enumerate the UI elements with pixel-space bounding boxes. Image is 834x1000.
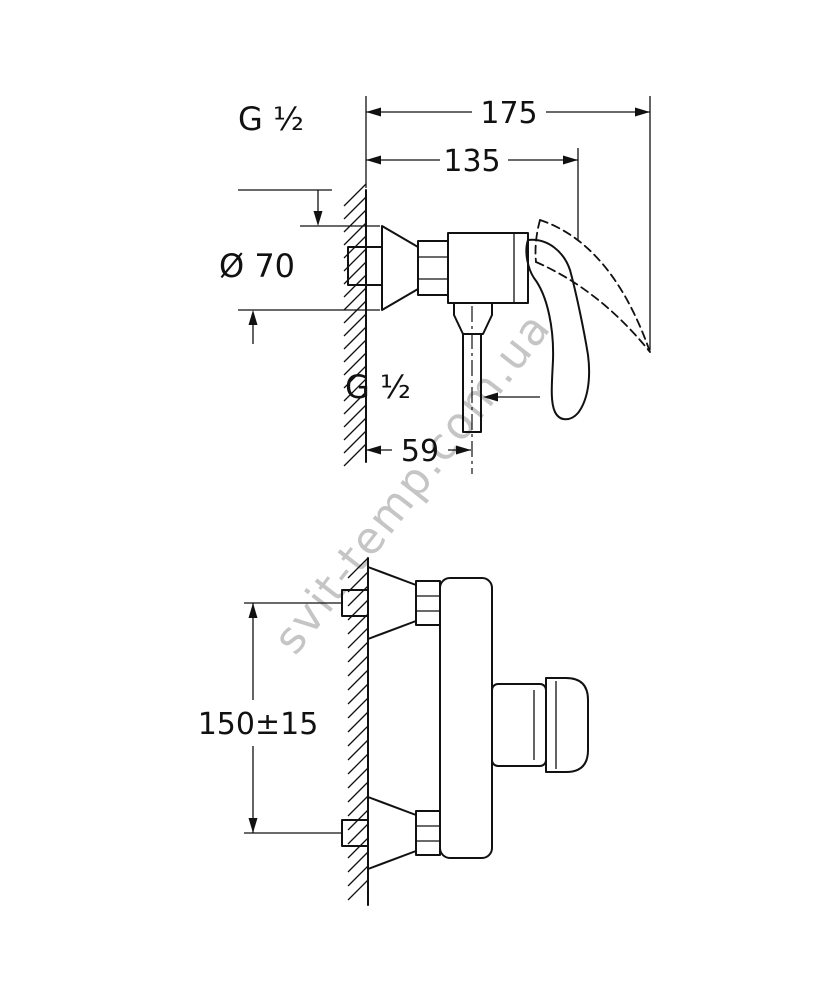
diameter-arrow-top	[313, 211, 323, 226]
front-view: 150±15	[198, 557, 589, 906]
dim-outlet-offset-label: 59	[401, 434, 439, 469]
outlet-pipe-side	[462, 333, 482, 433]
escutcheon-top-front	[367, 566, 417, 640]
escutcheon-bottom-front	[367, 796, 417, 870]
lever-dashed-upper-edge	[539, 219, 651, 353]
lever-end-front	[545, 677, 589, 773]
hex-nut-side	[417, 240, 449, 296]
inlet-thread-annotation: G ¹⁄₂ Ø 70	[219, 100, 380, 344]
dimension-connection-spacing: 150±15	[198, 602, 342, 834]
dim-59-arrow-left	[366, 445, 381, 455]
mixer-body-front	[439, 577, 493, 859]
dimension-total-depth: 175	[365, 96, 651, 350]
dim-connection-spacing-label: 150±15	[198, 707, 319, 742]
hex-nut-facets-side	[418, 256, 448, 280]
hex-nut-top-facets	[416, 595, 440, 612]
dim-body-depth-label: 135	[443, 144, 500, 179]
lever-handle-dashed-position	[534, 219, 651, 353]
dim-total-depth-label: 175	[480, 96, 537, 131]
inlet-thread-label: G ¹⁄₂	[238, 100, 304, 138]
hex-nut-bottom-front	[415, 810, 441, 856]
dim-175-arrow-right	[635, 107, 650, 117]
dimension-outlet-offset: 59	[366, 434, 471, 469]
escutcheon-diameter-label: Ø 70	[219, 247, 295, 285]
dimension-body-depth: 135	[366, 144, 579, 240]
lever-dashed-left-arc	[534, 219, 541, 263]
dim-135-arrow-right	[563, 155, 578, 165]
dim-175-arrow-left	[366, 107, 381, 117]
mixer-body-side	[447, 232, 529, 304]
hex-nut-bottom-facets	[416, 825, 440, 842]
watermark-text: svit-temp.com.ua	[264, 303, 562, 664]
wall-hatch-front	[347, 557, 369, 901]
outlet-thread-label: G ¹⁄₂	[345, 368, 411, 406]
escutcheon-side	[381, 225, 419, 311]
handle-base-front	[491, 683, 547, 767]
diameter-arrow-bottom	[248, 310, 258, 325]
dim-59-arrow-right	[456, 445, 471, 455]
dim-150-arrow-bottom	[248, 818, 258, 833]
lever-dashed-lower-edge	[535, 261, 651, 353]
side-view: 175 135 G ¹⁄₂ Ø 70 G ¹⁄₂	[219, 96, 651, 474]
lever-handle-side	[525, 238, 591, 421]
outlet-arrow	[483, 392, 498, 402]
outlet-thread-annotation: G ¹⁄₂	[345, 368, 540, 406]
outlet-collar-side	[453, 302, 493, 335]
hex-nut-top-front	[415, 580, 441, 626]
dim-135-arrow-left	[366, 155, 381, 165]
dim-150-arrow-top	[248, 603, 258, 618]
